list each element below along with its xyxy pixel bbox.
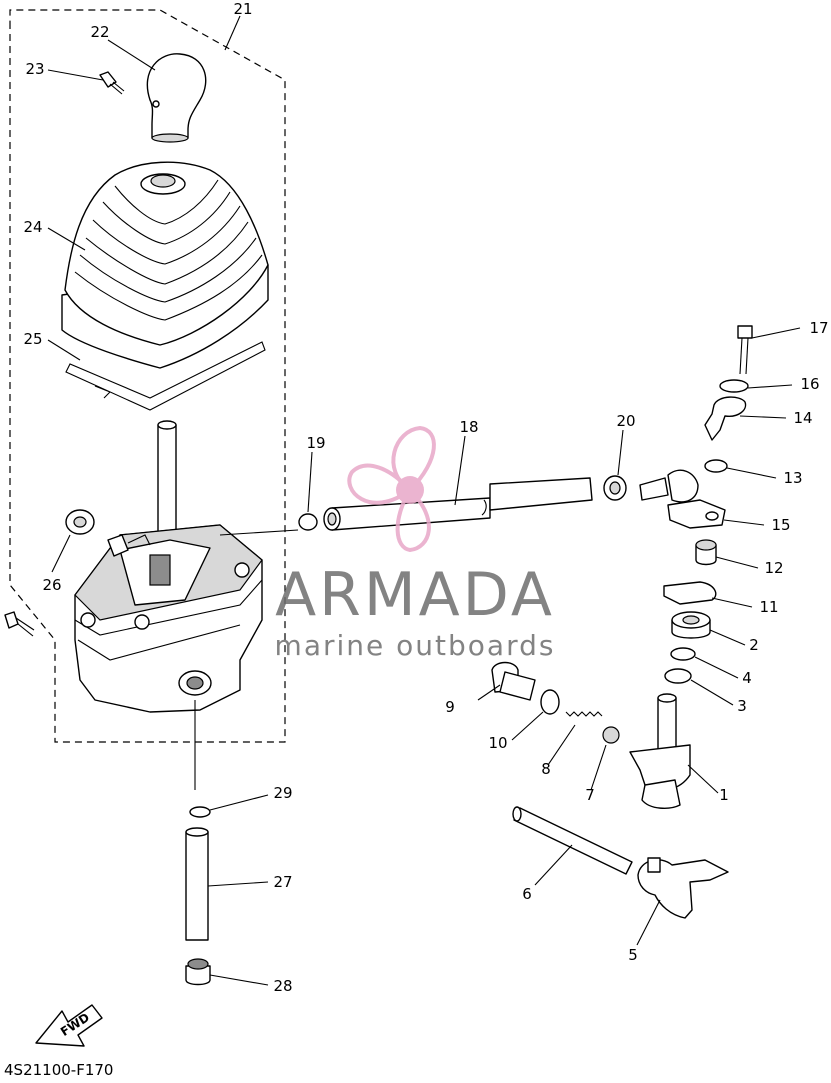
callout-14: 14 [793,409,812,427]
part-15-bracket [639,469,726,529]
callout-26: 26 [42,576,61,594]
part-25-band [65,341,266,411]
part-8-spring [565,711,603,717]
watermark-propeller-blade [347,463,413,505]
part-24-boot [61,161,269,369]
part-19-washer [298,513,318,531]
callout-13: 13 [783,469,802,487]
callout-28: 28 [273,977,292,995]
watermark-brand: ARMADA [275,560,555,630]
part-12-collar [695,539,717,566]
callout-12: 12 [764,559,783,577]
callout-21: 21 [233,0,252,18]
callout-25: 25 [23,330,42,348]
part-23-screw [99,71,125,95]
part-20-nut [603,475,627,501]
callout-29: 29 [273,784,292,802]
watermark-propeller-blade [395,486,431,553]
part-10-oring [540,689,560,715]
callout-2: 2 [749,636,759,654]
part-9-plug [491,661,536,701]
fwd-arrow-icon: FWD [35,1004,103,1047]
part-28-bushing [185,958,211,986]
part-14-clip [704,396,747,441]
callout-22: 22 [90,23,109,41]
callout-5: 5 [628,946,638,964]
shift-box-housing [74,524,263,790]
callout-4: 4 [742,669,752,687]
callout-17: 17 [809,319,828,337]
callout-7: 7 [585,786,595,804]
callout-labels: 21 22 23 24 25 26 19 18 20 17 16 14 13 1… [23,0,828,995]
callout-15: 15 [771,516,790,534]
callout-3: 3 [737,697,747,715]
callout-27: 27 [273,873,292,891]
callout-11: 11 [759,598,778,616]
callout-19: 19 [306,434,325,452]
callout-18: 18 [459,418,478,436]
part-2-spacer [671,611,711,639]
part-22-knob [146,53,207,143]
watermark-propeller-icon [391,425,436,493]
callout-1: 1 [719,786,729,804]
callout-20: 20 [616,412,635,430]
part-18-cable [323,477,593,531]
callout-16: 16 [800,375,819,393]
callout-9: 9 [445,698,455,716]
leader-lines [47,15,801,986]
watermark: ARMADA marine outboards [275,425,556,662]
left-bolt [4,611,35,637]
part-5-fork [637,857,729,919]
diagram-code: 4S21100-F170 [4,1061,113,1079]
callout-10: 10 [488,734,507,752]
part-17-bolt [737,325,753,375]
part-29-clip [189,806,211,818]
assembly-21-outline [9,9,286,743]
part-27-rod [185,827,209,941]
shift-lever-rod [157,420,177,536]
part-26-fitting [65,509,151,557]
part-1-shaft [629,693,691,809]
part-6-rod [512,806,633,875]
part-3-washer [664,668,692,684]
watermark-tagline: marine outboards [275,629,556,662]
part-11-lever [663,581,717,605]
part-4-ring [670,647,696,661]
callout-23: 23 [25,60,44,78]
callout-24: 24 [23,218,42,236]
part-16-washer [719,379,749,393]
part-7-ball [602,726,620,744]
callout-8: 8 [541,760,551,778]
watermark-propeller-hub [396,476,424,504]
callout-6: 6 [522,885,532,903]
part-13-washer [704,459,728,473]
